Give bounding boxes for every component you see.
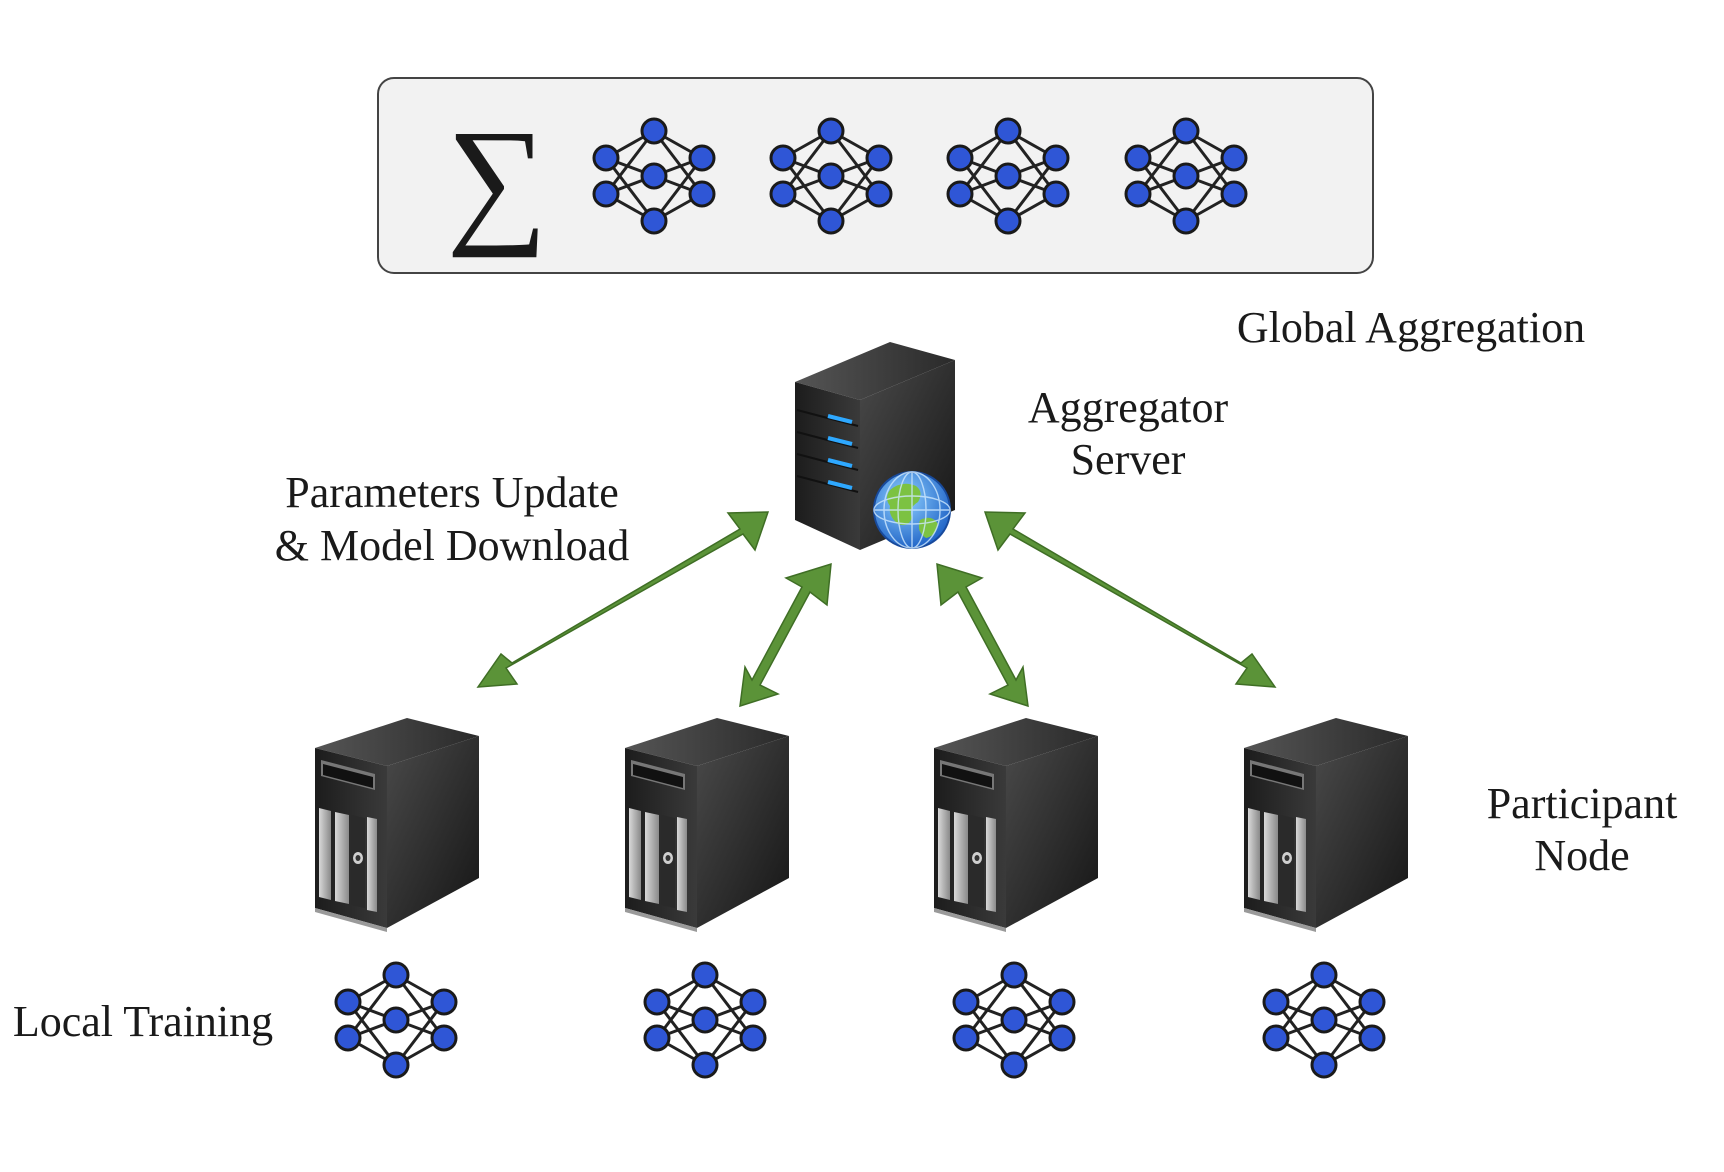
participant-node-4-icon [1244,718,1408,932]
double-arrow-node4 [983,511,1277,688]
aggregator-server-label-line2: Server [1071,435,1186,484]
local-training-label: Local Training [13,997,273,1046]
global-aggregation-label: Global Aggregation [1237,303,1585,352]
local-model-3-icon [952,961,1076,1079]
aggregation-box [377,77,1374,274]
participant-node-label-line2: Node [1534,831,1629,880]
local-model-1-icon [334,961,458,1079]
local-model-4-icon [1262,961,1386,1079]
local-model-2-icon [643,961,767,1079]
parameters-update-label-line2: & Model Download [275,521,629,570]
participant-node-1-icon [315,718,479,932]
sum-symbol: ∑ [446,100,547,258]
participant-node-2-icon [625,718,789,932]
double-arrow-node3 [936,562,1029,708]
aggregator-server-label-line1: Aggregator [1028,383,1229,432]
double-arrow-node1 [476,511,770,688]
participant-node-3-icon [934,718,1098,932]
globe-icon [873,471,951,549]
participant-node-label-line1: Participant [1487,779,1678,828]
parameters-update-label-line1: Parameters Update [285,468,619,517]
double-arrow-node2 [739,562,832,708]
